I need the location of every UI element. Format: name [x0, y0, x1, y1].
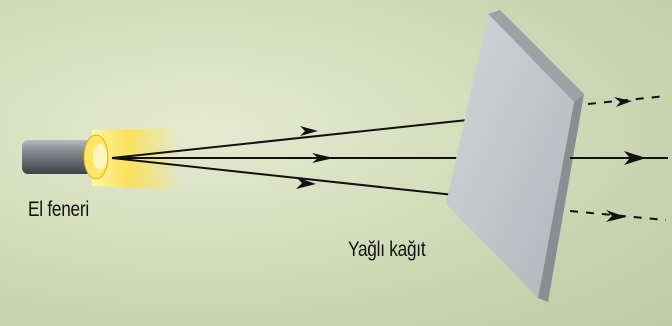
- paper-top-edge: [488, 10, 584, 102]
- flashlight-body: [22, 140, 92, 174]
- arrow-middle: [312, 153, 334, 163]
- paper-label: Yağlı kağıt: [348, 238, 426, 261]
- paper-face: [446, 14, 574, 298]
- arrow-out-dashed-lower: [606, 210, 626, 222]
- paper-side-edge: [538, 94, 584, 302]
- incoming-rays: [111, 117, 520, 199]
- outgoing-rays: [569, 95, 668, 222]
- arrow-lower: [296, 177, 316, 189]
- oiled-paper-sheet: [446, 10, 584, 302]
- flashlight-label: El feneri: [28, 198, 89, 221]
- flashlight-bulb: [93, 144, 107, 170]
- ray-upper: [111, 117, 487, 159]
- arrow-out-solid: [624, 151, 646, 165]
- arrow-out-dashed-upper: [614, 97, 632, 107]
- arrow-upper: [300, 126, 318, 136]
